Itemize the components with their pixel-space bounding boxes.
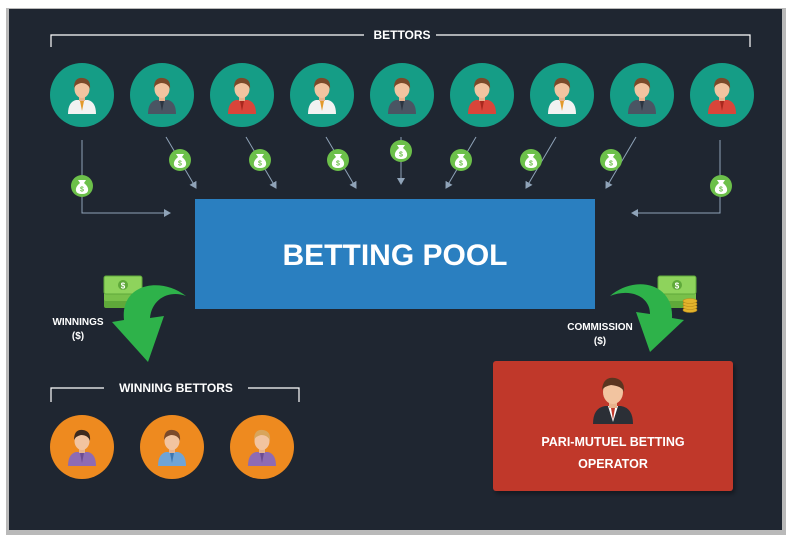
commission-label: COMMISSION xyxy=(567,322,633,333)
svg-text:$: $ xyxy=(459,161,463,168)
bettor-avatar-icon xyxy=(628,77,656,114)
commission-arrow xyxy=(610,284,684,352)
commission-unit: ($) xyxy=(594,336,606,347)
betting-pool-label: BETTING POOL xyxy=(283,239,508,272)
winnings-arrow xyxy=(112,285,186,362)
svg-text:$: $ xyxy=(529,161,533,168)
operator-avatar-icon xyxy=(593,377,633,424)
commission-cash-icon: $ xyxy=(657,275,698,313)
operator-box xyxy=(493,361,733,491)
connector-1 xyxy=(81,140,171,217)
winning-bettor-avatar-icon xyxy=(248,429,276,466)
betting-pool-box xyxy=(195,199,595,309)
winning-bettors-row xyxy=(50,415,294,479)
svg-text:$: $ xyxy=(675,282,680,291)
money-bag-icon: $ xyxy=(450,149,472,171)
svg-text:$: $ xyxy=(258,161,262,168)
bettor-avatar-icon xyxy=(388,77,416,114)
svg-text:$: $ xyxy=(609,161,613,168)
money-bag-icon: $ xyxy=(390,140,412,162)
bettor-avatar-icon xyxy=(708,77,736,114)
winning-bettor-avatar-icon xyxy=(158,429,186,466)
bettor-avatar-icon xyxy=(68,77,96,114)
winnings-unit: ($) xyxy=(72,331,84,342)
money-bags: $ $ $ $ $ $ $ $ $ xyxy=(71,140,732,197)
svg-text:$: $ xyxy=(336,161,340,168)
winnings-label: WINNINGS xyxy=(52,317,103,328)
svg-text:$: $ xyxy=(178,161,182,168)
bettor-avatar-icon xyxy=(548,77,576,114)
bettor-avatar-icon xyxy=(308,77,336,114)
bettor-avatar-icon xyxy=(228,77,256,114)
connector-9 xyxy=(631,140,721,217)
bettors-label: BETTORS xyxy=(373,28,430,42)
operator-label: PARI-MUTUEL BETTING xyxy=(541,435,684,449)
bettors-row xyxy=(50,63,754,127)
svg-text:$: $ xyxy=(719,187,723,194)
bettors-bracket xyxy=(50,34,751,47)
money-bag-icon: $ xyxy=(520,149,542,171)
svg-text:$: $ xyxy=(399,152,403,159)
money-bag-icon: $ xyxy=(169,149,191,171)
bettor-avatar-icon xyxy=(148,77,176,114)
winning-bettors-bracket xyxy=(50,387,300,402)
money-bag-icon: $ xyxy=(71,175,93,197)
winning-bettors-label: WINNING BETTORS xyxy=(119,381,233,395)
svg-text:$: $ xyxy=(121,282,126,291)
money-bag-icon: $ xyxy=(600,149,622,171)
operator-label-line2: OPERATOR xyxy=(578,457,648,471)
money-bag-icon: $ xyxy=(710,175,732,197)
money-bag-icon: $ xyxy=(327,149,349,171)
svg-text:$: $ xyxy=(80,187,84,194)
money-bag-icon: $ xyxy=(249,149,271,171)
bettor-avatar-icon xyxy=(468,77,496,114)
winning-bettor-avatar-icon xyxy=(68,429,96,466)
